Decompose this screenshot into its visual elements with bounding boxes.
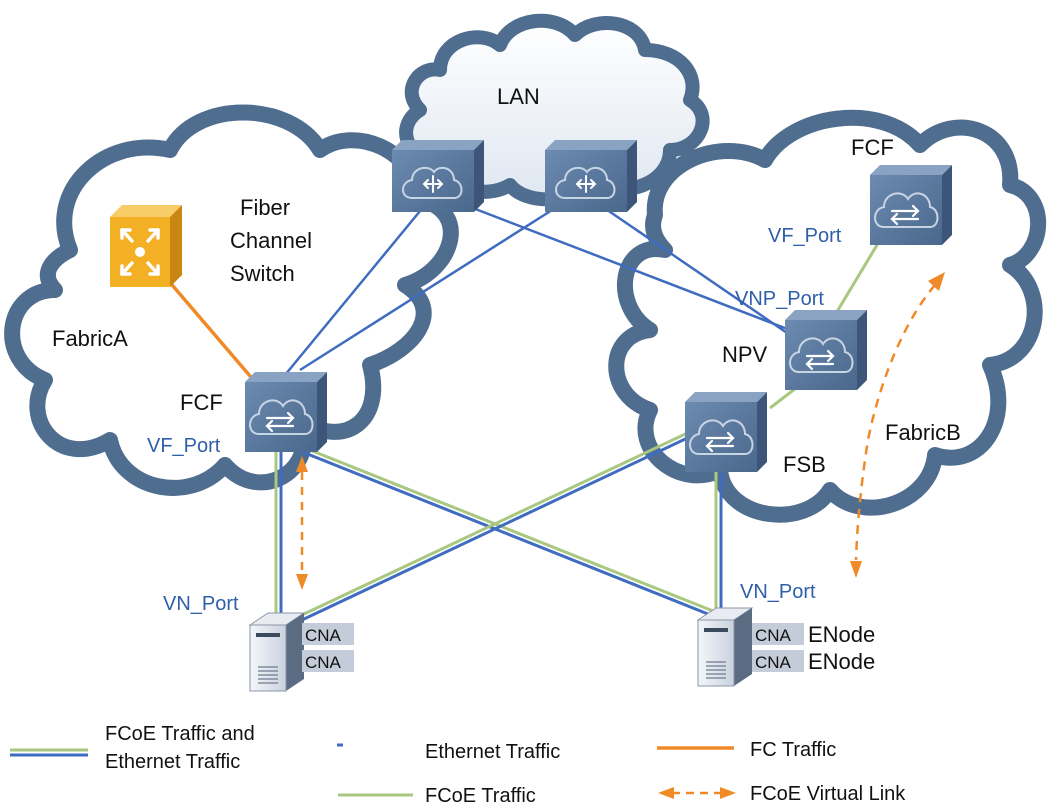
- links: [153, 203, 882, 630]
- lan-label: LAN: [497, 84, 540, 109]
- vn-port-right-label: VN_Port: [740, 581, 816, 603]
- fiber-channel-switch-icon: [110, 205, 182, 287]
- ethernet-link-fcf-left-lan1: [284, 204, 426, 376]
- legend-item-virtual-link: FCoE Virtual Link: [658, 783, 906, 805]
- vf-port-left-label: VF_Port: [147, 435, 221, 457]
- fcoe-ethernet-link-fsb-to-left-server: [284, 426, 699, 630]
- virtual-link-right: [850, 272, 945, 578]
- server-icon: [248, 612, 306, 692]
- fiber-channel-switch-label: Channel: [230, 228, 312, 253]
- npv-switch-icon: [785, 310, 867, 390]
- svg-text:FCoE Traffic: FCoE Traffic: [425, 785, 536, 805]
- virtual-link-left: [296, 456, 308, 590]
- fcoe-ethernet-link-fcf-to-right-server: [299, 444, 719, 620]
- fcf-switch-icon: [870, 165, 952, 245]
- lan-switch-icon: [545, 140, 637, 212]
- legend: FCoE Traffic and Ethernet Traffic Ethern…: [10, 723, 906, 805]
- enode-label: ENode: [808, 622, 875, 647]
- svg-text:FCoE Virtual Link: FCoE Virtual Link: [750, 783, 906, 805]
- svg-text:FC Traffic: FC Traffic: [750, 739, 836, 761]
- legend-item-fcoe: FCoE Traffic: [338, 785, 536, 805]
- fcf-right-label: FCF: [851, 135, 894, 160]
- npv-label: NPV: [722, 342, 768, 367]
- ethernet-link-lan2-npv: [599, 203, 791, 337]
- vn-port-left-label: VN_Port: [163, 593, 239, 615]
- fsb-switch-icon: [685, 392, 767, 472]
- fcoe-ethernet-link-fcf-to-left-server: [274, 450, 283, 620]
- fc-link-switch-to-fcf: [153, 263, 264, 392]
- fsb-label: FSB: [783, 452, 826, 477]
- svg-text:Ethernet Traffic: Ethernet Traffic: [105, 751, 240, 773]
- legend-item-ethernet: Ethernet Traffic: [337, 741, 560, 763]
- svg-text:CNA: CNA: [755, 653, 792, 672]
- legend-item-fcoe-and-ethernet: FCoE Traffic and Ethernet Traffic: [10, 723, 255, 773]
- cna-badge: CNA: [752, 650, 804, 672]
- svg-text:CNA: CNA: [755, 626, 792, 645]
- fabric-a-cloud: [4, 104, 459, 496]
- vnp-port-label: VNP_Port: [735, 288, 824, 310]
- svg-text:CNA: CNA: [305, 653, 342, 672]
- fcoe-link-npv-fcf: [833, 239, 882, 316]
- ethernet-link-fcf-left-lan2: [299, 203, 561, 372]
- ethernet-link-lan1-npv: [464, 203, 791, 332]
- legend-item-fc: FC Traffic: [657, 739, 836, 761]
- fiber-channel-switch-label: Fiber: [240, 195, 290, 220]
- lan-switch-icon: [392, 140, 484, 212]
- fabric-b-label: FabricB: [885, 420, 961, 445]
- fcf-left-label: FCF: [180, 390, 223, 415]
- fabric-a-label: FabricA: [52, 326, 128, 351]
- server-icon: [696, 607, 754, 687]
- svg-text:CNA: CNA: [305, 626, 342, 645]
- cna-badge: CNA: [302, 623, 354, 645]
- fiber-channel-switch-label: Switch: [230, 261, 295, 286]
- svg-text:Ethernet Traffic: Ethernet Traffic: [425, 741, 560, 763]
- svg-text:FCoE Traffic and: FCoE Traffic and: [105, 723, 255, 745]
- vf-port-right-label: VF_Port: [768, 225, 842, 247]
- enode-label: ENode: [808, 649, 875, 674]
- fcoe-ethernet-link-fsb-to-right-server: [714, 470, 723, 615]
- cna-badge: CNA: [752, 623, 804, 645]
- fcf-switch-icon: [245, 372, 327, 452]
- cna-badge: CNA: [302, 650, 354, 672]
